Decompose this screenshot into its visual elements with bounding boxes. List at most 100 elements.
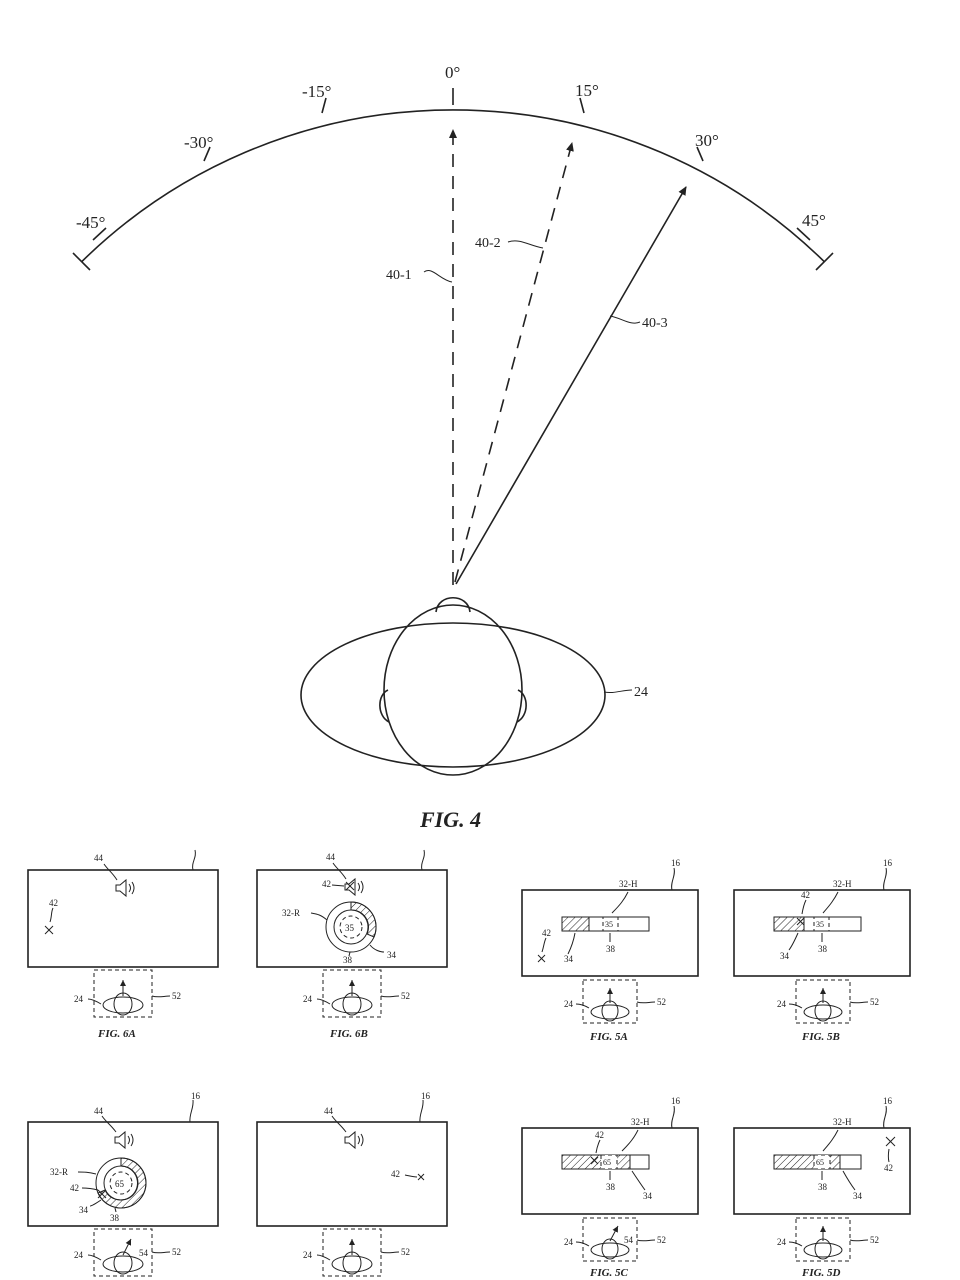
angle-arc (81, 109, 825, 263)
bar-center-box (602, 916, 619, 932)
fig5d: 16 65 32-H 42 38 34 24 52 FIG. 5D (733, 1096, 911, 1279)
center-value: 65 (115, 1179, 125, 1189)
target-label: 42 (322, 879, 331, 889)
inner-label: 38 (606, 1182, 616, 1192)
target-x-mark (885, 1136, 896, 1147)
mini-user (590, 1238, 630, 1260)
ring-fill (97, 1157, 147, 1209)
inner-label: 38 (818, 1182, 828, 1192)
angle-label-minus30: -30° (184, 133, 213, 152)
viewer-box (322, 1228, 382, 1277)
angle-label-minus45: -45° (76, 213, 105, 232)
mini-user (590, 1000, 630, 1022)
speaker-label: 44 (94, 853, 104, 863)
display-frame (733, 1127, 911, 1215)
view-label: 52 (172, 1247, 181, 1257)
target-label: 42 (595, 1130, 604, 1140)
viewer-box (93, 1228, 153, 1277)
target-label: 42 (391, 1169, 400, 1179)
inner-label: 38 (606, 944, 616, 954)
center-value: 35 (345, 923, 355, 933)
mini-user (102, 1251, 144, 1275)
bar-fill (561, 916, 590, 932)
speaker-icon (115, 878, 135, 898)
mini-user (331, 1251, 373, 1275)
fill-label: 34 (564, 954, 574, 964)
user-label-24: 24 (634, 685, 648, 700)
viewer-box (93, 969, 153, 1018)
user-head-top-view (300, 597, 606, 776)
head-turn-label: 54 (624, 1235, 634, 1245)
fig5a: 16 35 32-H 42 34 38 24 52 FIG. 5A (521, 858, 699, 1043)
arrow-40-2 (454, 142, 574, 583)
view-label: 52 (401, 991, 410, 1001)
inner-label: 38 (343, 955, 353, 965)
fig6b: 44 42 35 32-R 38 34 24 52 FIG. 6B (256, 849, 448, 1040)
ring-indicator (325, 901, 377, 953)
bar-center-box (813, 916, 830, 932)
head-turn-label: 54 (139, 1248, 149, 1258)
target-x-mark (97, 1189, 107, 1199)
bar-fill (773, 916, 805, 932)
speaker-icon (344, 877, 364, 897)
angle-label-15: 15° (575, 81, 599, 100)
display-label: 16 (671, 858, 681, 868)
angle-label-45: 45° (802, 211, 826, 230)
user-label: 24 (74, 1250, 84, 1260)
target-x-mark (44, 925, 54, 935)
ring-label: 32-R (50, 1167, 68, 1177)
fig-caption: FIG. 5D (801, 1267, 841, 1279)
fig6d: 16 44 42 24 52 (256, 1091, 448, 1277)
mini-user (102, 992, 144, 1016)
viewer-box (322, 969, 382, 1018)
display-frame (256, 1121, 448, 1227)
angle-label-0: 0° (445, 63, 460, 82)
fig4-caption: FIG. 4 (419, 807, 481, 832)
arc-end-left (72, 252, 91, 271)
display-frame (256, 869, 448, 968)
center-value: 35 (605, 920, 613, 929)
fig5c: 16 65 42 32-H 38 34 24 54 52 FIG. 5C (521, 1096, 699, 1279)
fill-label: 34 (79, 1205, 89, 1215)
fig6a: 44 42 24 52 FIG. 6A (27, 849, 219, 1040)
display-label: 16 (191, 1091, 201, 1101)
mini-user (803, 1000, 843, 1022)
center-value: 65 (603, 1158, 611, 1167)
fig-caption: FIG. 5B (801, 1031, 840, 1043)
target-label: 42 (542, 928, 551, 938)
fig-caption: FIG. 6A (97, 1028, 136, 1040)
target-label: 42 (49, 898, 58, 908)
target-x-mark (537, 954, 546, 963)
target-x-mark (590, 1156, 599, 1165)
ring-label: 32-R (282, 908, 300, 918)
center-value: 35 (816, 920, 824, 929)
bar-label: 32-H (833, 879, 852, 889)
user-label: 24 (777, 999, 787, 1009)
mini-user (803, 1238, 843, 1260)
center-value: 65 (816, 1158, 824, 1167)
bar-label: 32-H (833, 1117, 852, 1127)
fig-caption: FIG. 6B (329, 1028, 368, 1040)
fig6c: 16 44 65 32-R 42 34 38 (27, 1091, 219, 1277)
view-label: 52 (870, 997, 879, 1007)
user-label: 24 (564, 1237, 574, 1247)
arrow-label-40-1: 40-1 (386, 268, 412, 283)
inner-label: 38 (818, 944, 828, 954)
user-label: 24 (777, 1237, 787, 1247)
display-frame (521, 1127, 699, 1215)
display-label: 16 (421, 1091, 431, 1101)
angle-label-30: 30° (695, 131, 719, 150)
view-label: 52 (657, 1235, 666, 1245)
arrow-label-40-2: 40-2 (475, 236, 501, 251)
fig-caption: FIG. 5A (589, 1031, 628, 1043)
display-frame (733, 889, 911, 977)
speaker-icon (114, 1130, 134, 1150)
target-x-mark (417, 1173, 425, 1181)
display-label: 16 (883, 858, 893, 868)
arc-end-right (815, 252, 834, 271)
bar-label: 32-H (631, 1117, 650, 1127)
fig4: -45° -30° -15° 0° 15° 30° 45° 40-1 40-2 … (72, 63, 834, 832)
fig-caption: FIG. 5C (589, 1267, 629, 1279)
bar-label: 32-H (619, 879, 638, 889)
fig5b: 16 35 42 32-H 34 38 24 52 FIG. 5B (733, 858, 911, 1043)
